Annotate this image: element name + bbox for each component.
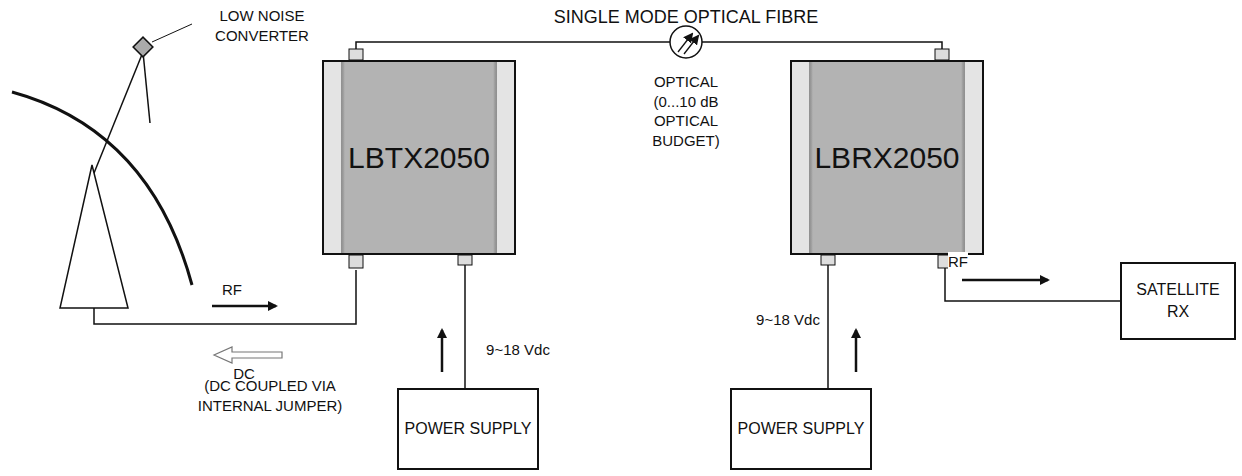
attenuator-symbol bbox=[670, 26, 702, 58]
connector-stub bbox=[349, 255, 363, 268]
receiver-box: SATELLITE RX bbox=[1120, 262, 1236, 340]
attenuator-arrow bbox=[684, 36, 698, 54]
note: (DC COUPLED VIA INTERNAL JUMPER) bbox=[175, 376, 365, 415]
power-supply-box: POWER SUPPLY bbox=[397, 388, 539, 470]
signal-name: RF bbox=[948, 252, 968, 272]
feed-support bbox=[60, 165, 128, 308]
connector-stub bbox=[458, 255, 472, 265]
connector-stub bbox=[821, 255, 835, 265]
fibre-label: SINGLE MODE OPTICAL FIBRE bbox=[506, 6, 866, 29]
signal-name: RF bbox=[212, 280, 252, 300]
callout-label: LOW NOISE CONVERTER bbox=[197, 6, 327, 45]
connector-stub bbox=[935, 49, 949, 60]
node-text: LBTX2050 bbox=[348, 141, 490, 175]
leader-line bbox=[152, 24, 192, 42]
feed-arm bbox=[143, 52, 150, 123]
budget-note: OPTICAL (0...10 dB OPTICAL BUDGET) bbox=[631, 72, 741, 150]
connector bbox=[356, 42, 942, 60]
feed-arm bbox=[92, 52, 143, 178]
dc-arrow bbox=[214, 347, 282, 363]
coax-cable bbox=[94, 270, 356, 324]
rf-arrow bbox=[962, 279, 1048, 282]
node-text: POWER SUPPLY bbox=[405, 418, 532, 440]
transmitter-unit: LBTX2050 bbox=[322, 60, 516, 255]
dc-arrow bbox=[855, 330, 858, 372]
rf-arrow bbox=[212, 305, 276, 308]
voltage-label: 9~18 Vdc bbox=[473, 340, 563, 360]
connector bbox=[945, 255, 1120, 301]
power-supply-box: POWER SUPPLY bbox=[730, 388, 872, 470]
connector-stub bbox=[349, 49, 363, 60]
node-text: LBRX2050 bbox=[814, 141, 959, 175]
dc-arrow bbox=[441, 330, 444, 372]
node-text: POWER SUPPLY bbox=[738, 418, 865, 440]
voltage-label: 9~18 Vdc bbox=[743, 310, 833, 330]
receiver-unit: LBRX2050 bbox=[790, 60, 984, 255]
lnb-symbol bbox=[133, 37, 153, 57]
connector bbox=[827, 255, 829, 388]
node-text: SATELLITE RX bbox=[1126, 279, 1230, 322]
attenuator-arrow bbox=[678, 34, 692, 52]
connector bbox=[464, 255, 466, 388]
